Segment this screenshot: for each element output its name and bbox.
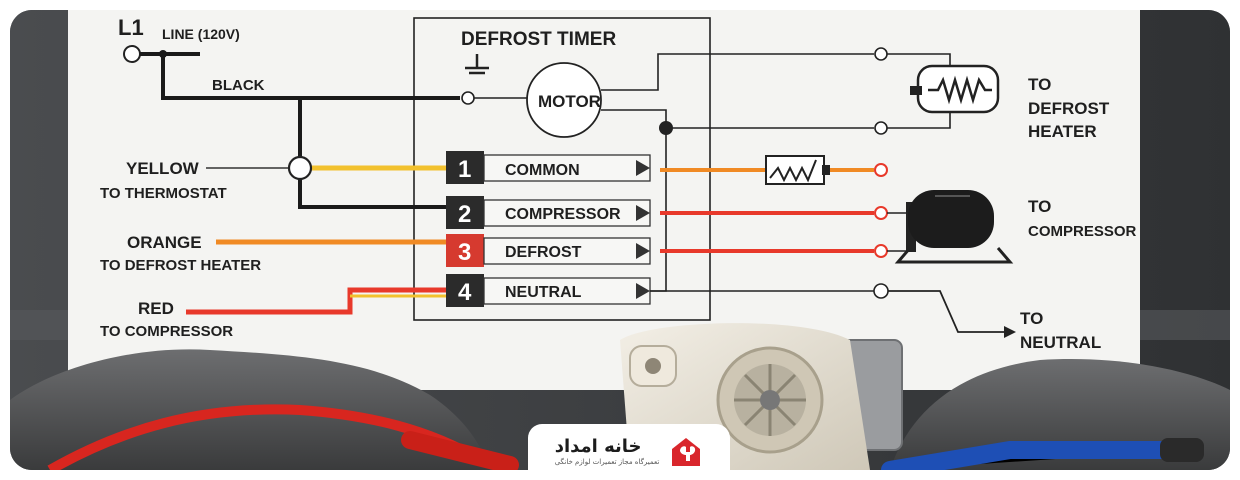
red-wire-left [186, 287, 450, 315]
thermostat-symbol [765, 155, 830, 185]
black-label: BLACK [212, 77, 265, 94]
motor-label: MOTOR [538, 92, 601, 111]
brand-tagline: تعمیرگاه مجاز تعمیرات لوازم خانگی [554, 458, 660, 466]
right-neutral-line-1: TO [1020, 309, 1043, 328]
heater-terminal-bottom [874, 121, 888, 135]
right-compressor-line-1: TO [1028, 197, 1051, 216]
compressor-symbol [894, 190, 1014, 264]
wiring-diagram: DEFROST TIMER MOTOR L1 LINE (120V) BLACK… [10, 10, 1230, 470]
motor-circle [526, 62, 602, 138]
compressor-right-terminal [874, 206, 888, 220]
blue-probe-handle [881, 441, 1199, 470]
to-defrost-heater-label: TO DEFROST HEATER [100, 257, 261, 274]
right-compressor-line-2: COMPRESSOR [1028, 223, 1137, 240]
right-neutral-line-2: NEUTRAL [1020, 333, 1101, 352]
black-wires [140, 52, 460, 209]
neutral-arrow [1004, 326, 1016, 338]
ground-symbol [465, 54, 489, 75]
l1-label: L1 [118, 15, 144, 40]
brand-text: خانه امداد تعمیرگاه مجاز تعمیرات لوازم خ… [555, 437, 660, 467]
right-heater-line-2: DEFROST [1028, 99, 1110, 118]
terminal-4: 4 NEUTRAL [446, 274, 651, 307]
right-heater-line-3: HEATER [1028, 122, 1097, 141]
defrost-right-terminal [874, 244, 888, 258]
brand-badge[interactable]: خانه امداد تعمیرگاه مجاز تعمیرات لوازم خ… [528, 424, 730, 470]
heater-leads [887, 53, 951, 129]
orange-label: ORANGE [127, 233, 202, 252]
terminal-2-label: COMPRESSOR [505, 206, 621, 223]
common-right-terminal [874, 163, 888, 177]
red-probe-lead [47, 404, 483, 470]
blue-probe-tip [1160, 438, 1204, 462]
brand-name: خانه امداد [554, 436, 642, 457]
l1-terminal [123, 45, 141, 63]
line-label: LINE (120V) [162, 26, 240, 42]
house-wrench-logo-icon [672, 438, 701, 466]
switch-pivot [659, 121, 673, 135]
motor-input-terminal [461, 91, 475, 105]
defrost-heater-symbol [910, 64, 1000, 114]
terminal-1-number: 1 [458, 156, 471, 183]
terminal-1: 1 COMMON [446, 151, 651, 184]
terminal-4-label: NEUTRAL [505, 284, 582, 301]
timer-part [620, 323, 903, 470]
photo-frame: DEFROST TIMER MOTOR L1 LINE (120V) BLACK… [10, 10, 1230, 470]
terminal-2: 2 COMPRESSOR [446, 196, 651, 229]
terminal-2-number: 2 [458, 201, 471, 228]
terminal-3: 3 DEFROST [446, 234, 651, 267]
neutral-wire [888, 290, 1004, 333]
right-heater-line-1: TO [1028, 75, 1051, 94]
timer-internal-wires [601, 53, 874, 292]
junction-dot [159, 50, 167, 58]
heater-terminal-top [874, 47, 888, 61]
timer-title: DEFROST TIMER [461, 29, 616, 50]
neutral-terminal [873, 283, 889, 299]
terminal-3-number: 3 [458, 239, 471, 266]
terminal-1-label: COMMON [505, 162, 580, 179]
red-label: RED [138, 299, 174, 318]
red-probe-handle [401, 431, 519, 470]
yellow-label: YELLOW [126, 159, 200, 178]
terminal-4-number: 4 [458, 279, 472, 306]
terminal-3-label: DEFROST [505, 244, 582, 261]
to-compressor-left-label: TO COMPRESSOR [100, 323, 233, 340]
to-thermostat-label: TO THERMOSTAT [100, 185, 227, 202]
thermostat-junction [287, 155, 313, 181]
